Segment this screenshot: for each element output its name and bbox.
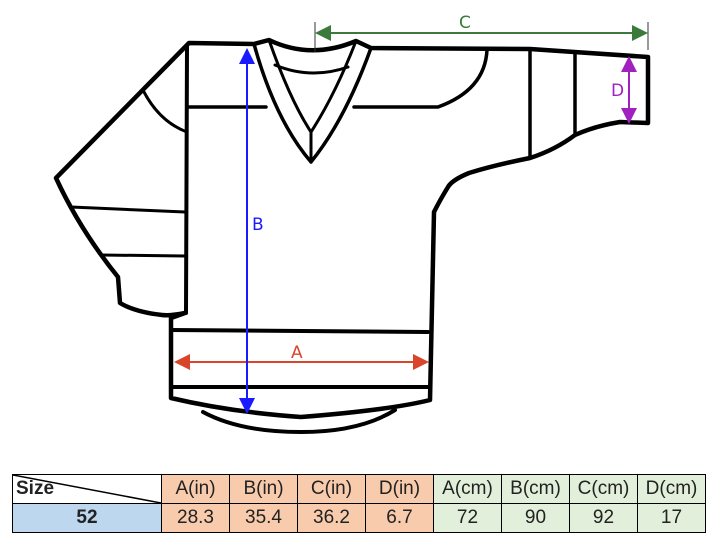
size-value: 52 <box>12 503 162 533</box>
header-d-cm: D(cm) <box>637 474 706 504</box>
label-d: D <box>611 81 624 101</box>
value-a-cm: 72 <box>433 503 502 533</box>
table-row: 52 28.3 35.4 36.2 6.7 72 90 92 17 <box>12 503 706 533</box>
size-header-cell: Size <box>12 474 162 504</box>
header-a-in: A(in) <box>161 474 230 504</box>
size-table: Size A(in) B(in) C(in) D(in) A(cm) B(cm)… <box>12 474 706 533</box>
header-a-cm: A(cm) <box>433 474 502 504</box>
value-c-cm: 92 <box>569 503 638 533</box>
table-header-row: Size A(in) B(in) C(in) D(in) A(cm) B(cm)… <box>12 474 706 504</box>
value-c-in: 36.2 <box>297 503 366 533</box>
label-a: A <box>291 343 303 363</box>
header-c-cm: C(cm) <box>569 474 638 504</box>
value-b-in: 35.4 <box>229 503 298 533</box>
jersey-diagram: A B C D <box>53 13 651 434</box>
label-b: B <box>252 215 264 235</box>
label-c: C <box>459 13 471 33</box>
jersey-outline <box>53 37 651 420</box>
header-c-in: C(in) <box>297 474 366 504</box>
header-d-in: D(in) <box>365 474 434 504</box>
header-b-in: B(in) <box>229 474 298 504</box>
value-b-cm: 90 <box>501 503 570 533</box>
value-a-in: 28.3 <box>161 503 230 533</box>
header-b-cm: B(cm) <box>501 474 570 504</box>
value-d-in: 6.7 <box>365 503 434 533</box>
value-d-cm: 17 <box>637 503 706 533</box>
